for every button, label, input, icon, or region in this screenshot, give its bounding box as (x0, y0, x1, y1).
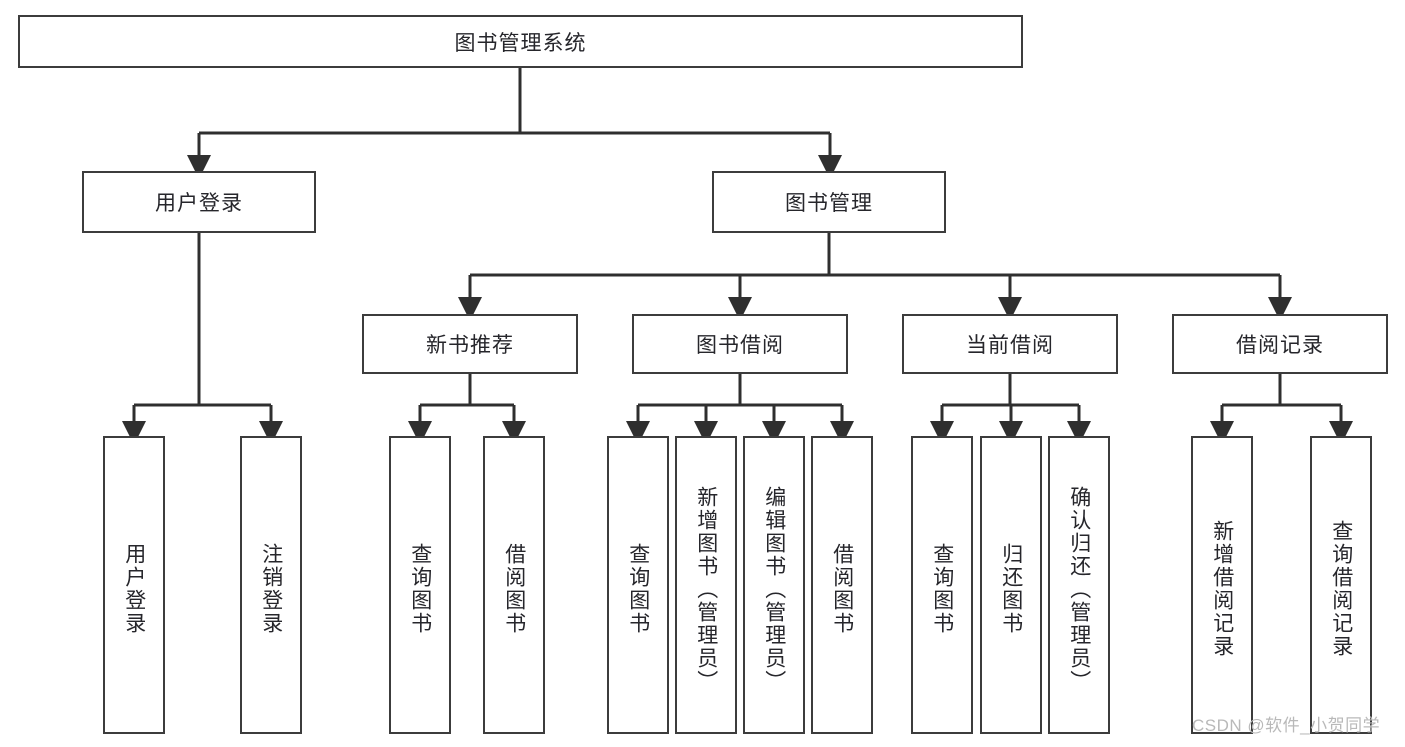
node-label: 新增图书（管理员） (694, 485, 718, 693)
node-label: 新书推荐 (426, 334, 514, 357)
node-label: 归还图书 (999, 543, 1023, 635)
watermark-text: CSDN @软件_小贺同学 (1192, 716, 1381, 735)
node-label: 确认归还（管理员） (1067, 485, 1091, 693)
node-label: 当前借阅 (966, 334, 1054, 357)
node-label: 注销登录 (259, 543, 283, 635)
node-leaf-query-book-current[interactable]: 查询图书 (911, 436, 973, 734)
node-root[interactable]: 图书管理系统 (18, 15, 1023, 68)
node-label: 图书管理 (785, 192, 873, 215)
node-label: 用户登录 (122, 543, 146, 635)
node-level3-current-borrow[interactable]: 当前借阅 (902, 314, 1118, 374)
node-leaf-query-book-borrow[interactable]: 查询图书 (607, 436, 669, 734)
node-label: 用户登录 (155, 192, 243, 215)
node-level3-new-book-recommend[interactable]: 新书推荐 (362, 314, 578, 374)
node-label: 查询图书 (626, 543, 650, 635)
node-leaf-query-borrow-record[interactable]: 查询借阅记录 (1310, 436, 1372, 734)
node-label: 借阅记录 (1236, 334, 1324, 357)
node-label: 图书管理系统 (454, 31, 587, 55)
node-level2-user-login[interactable]: 用户登录 (82, 171, 316, 233)
node-label: 查询借阅记录 (1329, 520, 1353, 658)
node-label: 借阅图书 (830, 543, 854, 635)
node-level3-borrow-record[interactable]: 借阅记录 (1172, 314, 1388, 374)
node-leaf-borrow-book-recommend[interactable]: 借阅图书 (483, 436, 545, 734)
node-leaf-confirm-return-admin[interactable]: 确认归还（管理员） (1048, 436, 1110, 734)
node-leaf-add-borrow-record[interactable]: 新增借阅记录 (1191, 436, 1253, 734)
node-label: 查询图书 (408, 543, 432, 635)
node-leaf-user-login[interactable]: 用户登录 (103, 436, 165, 734)
node-leaf-add-book-admin[interactable]: 新增图书（管理员） (675, 436, 737, 734)
node-leaf-edit-book-admin[interactable]: 编辑图书（管理员） (743, 436, 805, 734)
node-label: 借阅图书 (502, 543, 526, 635)
node-label: 新增借阅记录 (1210, 520, 1234, 658)
node-leaf-query-book-recommend[interactable]: 查询图书 (389, 436, 451, 734)
node-leaf-logout-login[interactable]: 注销登录 (240, 436, 302, 734)
node-leaf-borrow-book[interactable]: 借阅图书 (811, 436, 873, 734)
node-label: 查询图书 (930, 543, 954, 635)
node-level3-book-borrow[interactable]: 图书借阅 (632, 314, 848, 374)
node-label: 图书借阅 (696, 334, 784, 357)
node-label: 编辑图书（管理员） (762, 485, 786, 693)
node-leaf-return-book[interactable]: 归还图书 (980, 436, 1042, 734)
node-level2-book-management[interactable]: 图书管理 (712, 171, 946, 233)
